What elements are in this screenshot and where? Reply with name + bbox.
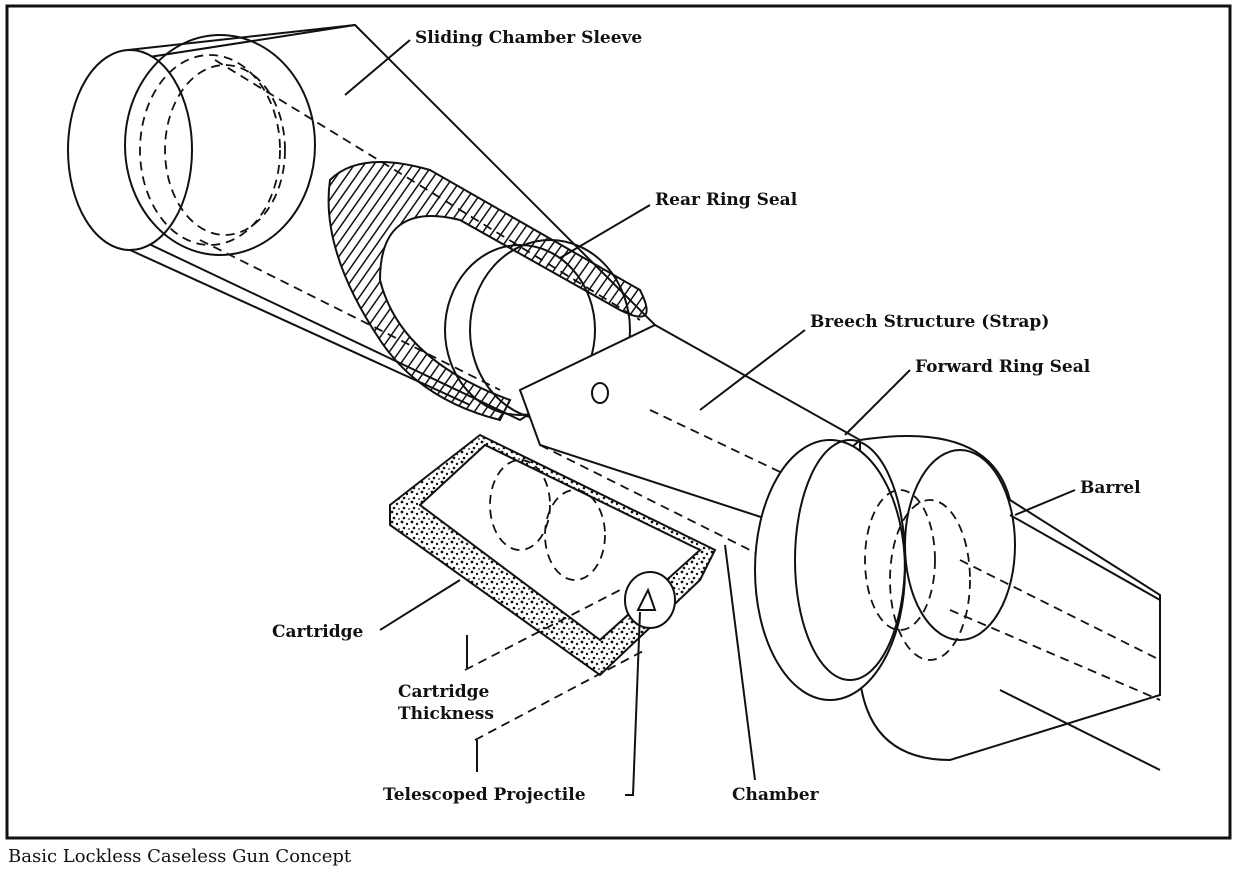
sliding-chamber-sleeve: [67, 23, 662, 422]
label-telescoped-projectile: Telescoped Projectile: [383, 785, 586, 805]
cutaway-section: [327, 161, 648, 422]
figure-border: [5, 4, 1232, 840]
label-barrel: Barrel: [1080, 478, 1141, 498]
barrel-assembly: [754, 435, 1161, 771]
label-chamber: Chamber: [732, 785, 820, 805]
label-cartridge-thickness-2: Thickness: [398, 704, 494, 724]
leader-lines: [344, 39, 1076, 796]
label-breech-structure: Breech Structure (Strap): [810, 312, 1049, 332]
label-sliding-chamber-sleeve: Sliding Chamber Sleeve: [415, 28, 642, 48]
label-forward-ring-seal: Forward Ring Seal: [915, 357, 1091, 377]
cartridge: [389, 433, 717, 677]
label-rear-ring-seal: Rear Ring Seal: [655, 190, 798, 210]
label-cartridge-thickness-1: Cartridge: [398, 682, 490, 702]
label-cartridge: Cartridge: [272, 622, 364, 642]
figure-caption: Basic Lockless Caseless Gun Concept: [8, 846, 352, 867]
